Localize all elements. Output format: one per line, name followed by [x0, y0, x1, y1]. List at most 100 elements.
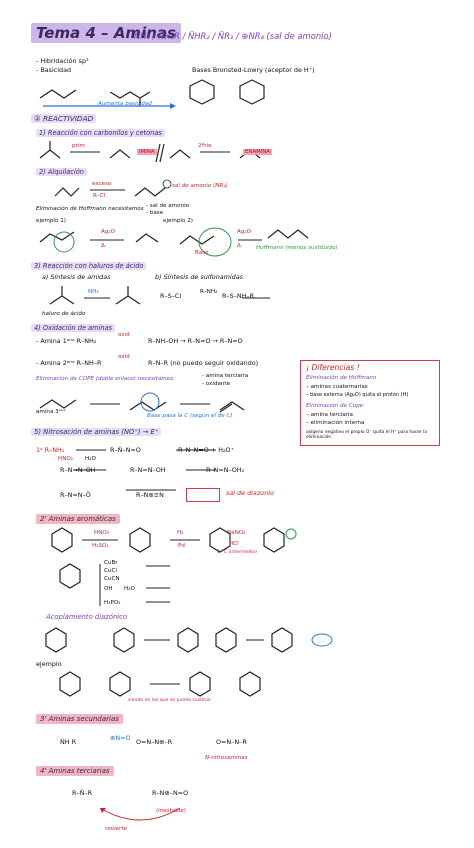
revert-arrow — [99, 807, 181, 821]
amina-2-line: - Amina 2ᵃʳⁱᵃ R–NH–R — [36, 359, 102, 367]
delta-label-2: Δ — [237, 243, 241, 249]
haluro-label: haluro de ácido — [42, 311, 86, 317]
diff-cope: Eliminación de Cope — [306, 403, 364, 409]
hno3-label: HNO₃ — [94, 530, 110, 536]
exceso-label: exceso — [92, 181, 112, 187]
nh3-label: NH₃ — [88, 289, 99, 295]
ag2o-label-2: Ag₂O — [237, 229, 252, 235]
cope-base-note: Base pasa la C (según el de C) — [147, 413, 233, 419]
sal-diazonio-label: sal de diazonio — [226, 489, 274, 497]
amidas-heading: a) Síntesis de amidas — [42, 273, 111, 281]
tautomer: R–N=N–OH — [130, 466, 166, 474]
heading-terciarias: 4' Aminas terciarias — [36, 766, 114, 776]
diff-cope-1: – amina terciaria — [306, 412, 353, 418]
cope-req-2: - oxidante — [202, 381, 231, 387]
rcl-label: R–Cl — [93, 193, 106, 199]
diff-cope-note: oxígeno negativo el propio O⁻ quita el H… — [306, 430, 428, 440]
secondary-label: 2ªrio — [198, 143, 212, 149]
heading-nitrosacion: 5) Nitrosación de aminas (NO⁺) → E⁺ — [31, 428, 162, 436]
delta-label-1: Δ — [101, 243, 105, 249]
section-reactividad: ② REACTIVIDAD — [31, 114, 97, 123]
hcl-label: HCl — [229, 541, 239, 547]
sulfonamide: R–S–NH–R — [222, 292, 255, 300]
nitrosamine-step-2: R–N–N=O + H₂O⁺ — [178, 446, 234, 454]
cope-req-1: - amina terciaria — [202, 373, 249, 379]
aromatic-sequence — [51, 527, 231, 553]
nitrosation-mechanism — [76, 449, 216, 491]
sulfonamidas-heading: b) Síntesis de sulfonamidas — [155, 273, 243, 281]
n-nitrosaminas-label: N-nitrosaminas — [205, 755, 248, 761]
oxid-label-1: oxid — [118, 332, 130, 338]
amina-3-label: amina 3ᵃʳⁱᵃ — [36, 409, 66, 415]
reagent-cubr: CuBr — [104, 560, 118, 566]
reagent-oh: OH — [104, 586, 113, 592]
enamina-label: ENAMINA — [243, 149, 273, 155]
nitrosamine-product: O=N–N–R — [216, 738, 247, 746]
diazonium-product: R–N⊕≡N — [136, 491, 164, 499]
acyl-halide-reactions — [49, 286, 270, 305]
diff-cope-2: – eliminación interna — [306, 420, 365, 426]
diazohydroxide: R–N=N–OH — [60, 466, 96, 474]
revierte-label: revierte — [105, 826, 127, 832]
diazonium-benzene — [263, 527, 297, 553]
diff-hoffmann-1: – aminas cuaternarias — [306, 384, 368, 390]
reagent-h3po2: H₃PO₂ — [104, 600, 121, 606]
basicity-molecules — [39, 79, 265, 109]
acoplamiento-heading: Acoplamiento diazónico — [46, 613, 128, 621]
sal-amonio-label: sal de amonio (NR₄) — [172, 183, 228, 189]
reagent-cucl: CuCl — [104, 568, 117, 574]
reagent-h2o: H₂O — [124, 586, 135, 592]
secondary-amine: N̈H R — [60, 738, 77, 746]
amina-2-steps: R–N–R (no puedo seguir oxidando) — [148, 359, 259, 367]
h2o-label: H₂O — [85, 456, 96, 462]
tertiary-amine: R–N̈–R — [72, 789, 93, 797]
basicity-arrow-label: Aumenta basicidad — [98, 101, 152, 107]
h2-label: H₂ — [177, 530, 184, 536]
coupling-note: siendo en los que se pueda sustituir — [128, 698, 212, 703]
amina-1-line: - Amina 1ᵃʳⁱᵃ R–NH₂ — [36, 337, 97, 345]
rnh2-label: R–NH₂ — [200, 289, 218, 295]
hoffmann-req-1: - sal de amonio — [146, 203, 190, 209]
reagent-cucn: CuCN — [104, 576, 120, 582]
hoffmann-req-2: - base — [146, 210, 164, 216]
protonated: R–N=N–OH₂ — [206, 466, 245, 474]
page-title: Tema 4 – Aminas — [31, 23, 181, 43]
differences-title: ¡ Diferencias ! — [306, 363, 360, 372]
hoffmann-examples — [39, 227, 309, 257]
intermedio-label: 0 °C (intermedio) — [217, 550, 257, 555]
ejemplo-2: ejemplo 2) — [163, 218, 193, 224]
oxid-label-2: oxid — [118, 354, 130, 360]
prim-label: prim — [72, 143, 85, 149]
alkylation-reaction — [54, 179, 172, 197]
cope-elimination — [39, 392, 245, 413]
h2so4-label: H₂SO₄ — [92, 543, 109, 549]
heading-secundarias: 3' Aminas secundarias — [36, 714, 123, 724]
ag2o-label-1: Ag₂O — [101, 229, 116, 235]
inestable-label: (inestable) — [156, 808, 186, 814]
diazonium-box — [186, 488, 220, 502]
basicidad-note: - Basicidad — [36, 66, 72, 74]
amina-1-steps: R–NH–OH → R–N=O → R–N=O — [148, 337, 243, 345]
nitrosamine-step: R–N̈–N=O — [110, 446, 141, 454]
differences-box — [300, 360, 440, 446]
primarias-label: 1ᵃ R–NH₂ — [36, 446, 65, 454]
hoffmann-heading: Eliminación de Hoffmann necesitamos — [36, 206, 144, 212]
sandmeyer-arrows — [59, 563, 170, 606]
diff-hoffmann-2: – base externa (Ag₂O) quita el protón (H… — [306, 392, 409, 398]
hoffmann-product-note: Hoffmann (menos sustituido) — [256, 245, 338, 251]
heading-alquilacion: 2) Alquilación — [36, 168, 87, 176]
heading-oxidacion: 4) Oxidación de aminas — [31, 324, 116, 332]
coupling-reaction — [45, 627, 333, 653]
amine-classes: N̈H₃ / N̈H₂R / N̈HR₂ / N̈R₃ / ⊕NR₄ (sal … — [134, 31, 332, 41]
tertiary-nitroso: R–N⊕–N=O — [152, 789, 189, 797]
coupling-example — [59, 671, 261, 697]
ejemplo-1: ejemplo 1) — [36, 218, 66, 224]
ejemplo-label: ejemplo — [36, 660, 62, 668]
bases-note: Bases Bronsted-Lowry (aceptor de H⁺) — [192, 66, 315, 74]
nitroso-intermediate: O=N–N⊕–R — [136, 738, 173, 746]
hno2-label: HNO₂ — [58, 456, 74, 462]
sulfonyl-chloride: R–S–Cl — [160, 292, 182, 300]
cope-heading: Eliminación de COPE (doble enlace) neces… — [36, 376, 174, 382]
heading-haluros: 3) Reacción con haluros de ácido — [31, 262, 147, 270]
base-label: Base — [195, 250, 209, 256]
